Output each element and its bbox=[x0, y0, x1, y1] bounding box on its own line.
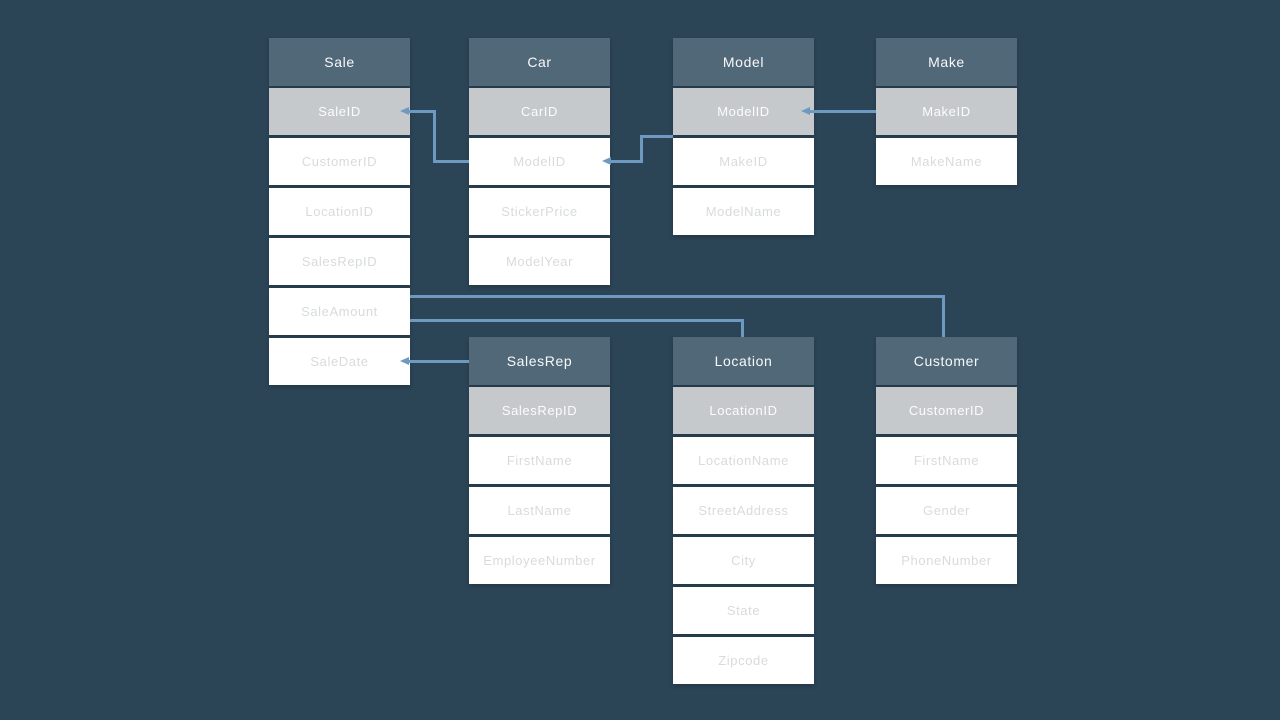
table-car-field-row: ModelID bbox=[469, 138, 610, 185]
table-salesrep-key-row: SalesRepID bbox=[469, 387, 610, 434]
table-salesrep-field-row: EmployeeNumber bbox=[469, 537, 610, 584]
table-location-key-row: LocationID bbox=[673, 387, 814, 434]
table-location: Location LocationID LocationName StreetA… bbox=[673, 337, 814, 687]
table-salesrep: SalesRep SalesRepID FirstName LastName E… bbox=[469, 337, 610, 587]
table-sale-field-row: SaleDate bbox=[269, 338, 410, 385]
table-sale-field-row: CustomerID bbox=[269, 138, 410, 185]
table-car-header: Car bbox=[469, 38, 610, 86]
table-car-field-row: StickerPrice bbox=[469, 188, 610, 235]
table-customer-field-row: Gender bbox=[876, 487, 1017, 534]
connector-sale-car-arrow-icon bbox=[400, 107, 409, 115]
connector-sale-salesrep-arrow-icon bbox=[400, 357, 409, 365]
table-make-header: Make bbox=[876, 38, 1017, 86]
table-model-field-row: ModelName bbox=[673, 188, 814, 235]
table-sale: Sale SaleID CustomerID LocationID SalesR… bbox=[269, 38, 410, 388]
table-location-field-row: StreetAddress bbox=[673, 487, 814, 534]
table-customer-field-row: PhoneNumber bbox=[876, 537, 1017, 584]
table-customer-field-row: FirstName bbox=[876, 437, 1017, 484]
table-customer-key-row: CustomerID bbox=[876, 387, 1017, 434]
table-model: Model ModelID MakeID ModelName bbox=[673, 38, 814, 238]
table-make-field-row: MakeName bbox=[876, 138, 1017, 185]
table-car: Car CarID ModelID StickerPrice ModelYear bbox=[469, 38, 610, 288]
table-sale-key-row: SaleID bbox=[269, 88, 410, 135]
table-sale-field-row: SaleAmount bbox=[269, 288, 410, 335]
table-salesrep-header: SalesRep bbox=[469, 337, 610, 385]
table-model-header: Model bbox=[673, 38, 814, 86]
table-location-field-row: City bbox=[673, 537, 814, 584]
table-salesrep-field-row: FirstName bbox=[469, 437, 610, 484]
table-model-key-row: ModelID bbox=[673, 88, 814, 135]
table-sale-field-row: LocationID bbox=[269, 188, 410, 235]
table-location-field-row: LocationName bbox=[673, 437, 814, 484]
table-sale-header: Sale bbox=[269, 38, 410, 86]
connector-car-model-arrow-icon bbox=[602, 157, 611, 165]
table-car-field-row: ModelYear bbox=[469, 238, 610, 285]
table-model-field-row: MakeID bbox=[673, 138, 814, 185]
table-make-key-row: MakeID bbox=[876, 88, 1017, 135]
table-location-field-row: State bbox=[673, 587, 814, 634]
connector-model-make-arrow-icon bbox=[801, 107, 810, 115]
table-salesrep-field-row: LastName bbox=[469, 487, 610, 534]
table-location-header: Location bbox=[673, 337, 814, 385]
table-make: Make MakeID MakeName bbox=[876, 38, 1017, 188]
table-customer-header: Customer bbox=[876, 337, 1017, 385]
table-location-field-row: Zipcode bbox=[673, 637, 814, 684]
table-sale-field-row: SalesRepID bbox=[269, 238, 410, 285]
table-customer: Customer CustomerID FirstName Gender Pho… bbox=[876, 337, 1017, 587]
table-car-key-row: CarID bbox=[469, 88, 610, 135]
